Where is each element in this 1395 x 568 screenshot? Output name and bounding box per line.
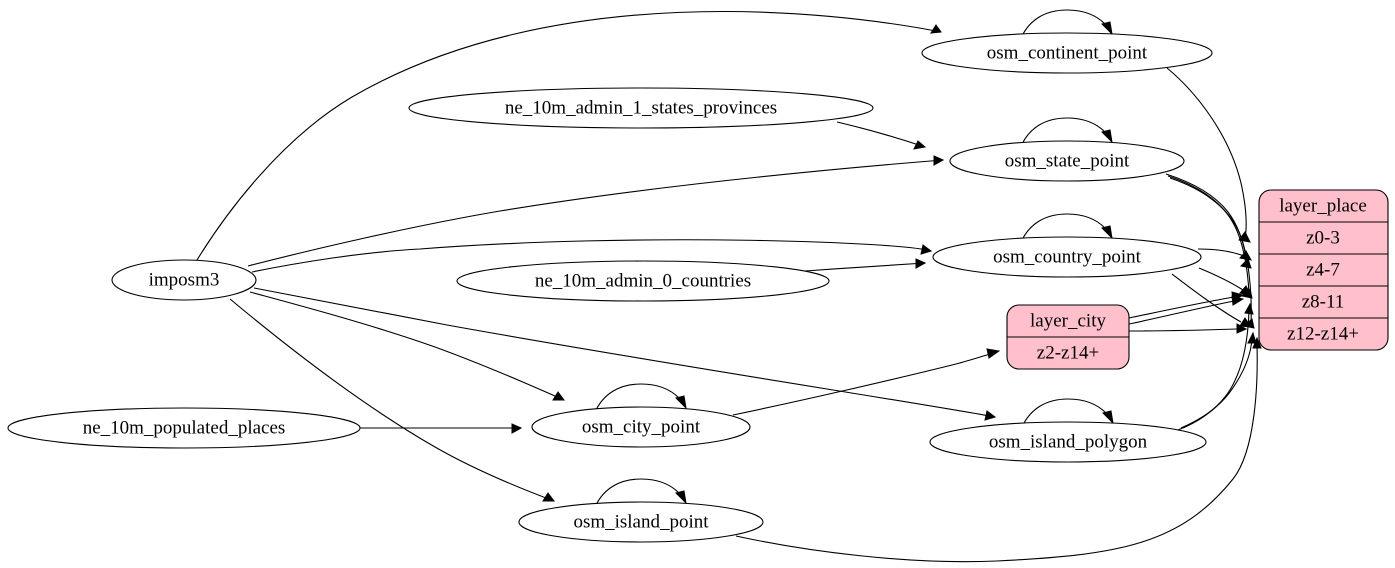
edge-imposm3-to-osm-country-point: [251, 239, 933, 273]
edge-layer-city-to-layer-place-z12-z14: [1128, 323, 1248, 334]
edge-self-loop-osm-state-point: [1021, 117, 1113, 145]
node-osm-city-point[interactable]: osm_city_point: [531, 406, 751, 448]
node-label-osm-island-polygon: osm_island_polygon: [989, 431, 1148, 452]
node-osm-island-polygon[interactable]: osm_island_polygon: [929, 421, 1207, 463]
edge-layer-city-to-layer-place-z8-11: [1128, 291, 1245, 319]
edge-imposm3-to-osm-state-point: [247, 155, 945, 267]
record-layer-place-row-z4-7[interactable]: z4-7: [1306, 259, 1340, 280]
node-ne-10m-admin-0-countries[interactable]: ne_10m_admin_0_countries: [456, 260, 830, 302]
record-layer-city-row-z2-z14[interactable]: z2-z14+: [1037, 342, 1099, 363]
node-label-osm-country-point: osm_country_point: [993, 246, 1141, 267]
edge-osm-city-point-to-layer-city-z2-z14: [732, 348, 1001, 416]
edge-osm-country-point-to-layer-place-z4-7: [1197, 248, 1252, 261]
node-imposm3[interactable]: imposm3: [111, 259, 257, 301]
edge-self-loop-osm-island-point: [595, 478, 687, 506]
edge-osm-island-polygon-to-layer-place-z12-z14: [1180, 331, 1257, 429]
node-layer: imposm3 ne_10m_admin_1_states_provinces …: [7, 32, 1213, 543]
node-ne-10m-admin-1-states-provinces[interactable]: ne_10m_admin_1_states_provinces: [408, 87, 874, 129]
record-layer-place-row-z12-z14[interactable]: z12-z14+: [1287, 323, 1359, 344]
node-label-ne-states: ne_10m_admin_1_states_provinces: [505, 97, 777, 118]
edge-self-loop-osm-country-point: [1021, 213, 1113, 241]
edge-osm-state-point-to-layer-place-z8-11: [1167, 175, 1253, 299]
node-label-osm-city-point: osm_city_point: [582, 416, 701, 437]
node-osm-country-point[interactable]: osm_country_point: [932, 236, 1202, 278]
edge-self-loop-osm-city-point: [595, 383, 687, 411]
edge-imposm3-to-osm-continent-point: [196, 10, 942, 261]
node-label-ne-populated: ne_10m_populated_places: [83, 417, 286, 438]
edge-ne-populated-to-osm-city-point: [360, 423, 523, 434]
node-label-osm-continent-point: osm_continent_point: [987, 42, 1148, 63]
edge-ne-countries-to-osm-country-point: [804, 258, 927, 272]
record-layer-place-row-z8-11[interactable]: z8-11: [1302, 291, 1345, 312]
node-label-osm-state-point: osm_state_point: [1005, 150, 1130, 171]
node-osm-continent-point[interactable]: osm_continent_point: [921, 32, 1213, 74]
edge-self-loop-osm-island-polygon: [1022, 398, 1114, 426]
record-layer: layer_place z0-3 z4-7 z8-11 z12-z14+ lay…: [1006, 189, 1389, 370]
record-layer-place-row-z0-3[interactable]: z0-3: [1306, 227, 1340, 248]
node-label-imposm3: imposm3: [149, 269, 220, 290]
record-layer-place[interactable]: layer_place z0-3 z4-7 z8-11 z12-z14+: [1258, 189, 1389, 351]
node-label-osm-island-point: osm_island_point: [573, 511, 709, 532]
edge-layer: [196, 9, 1262, 563]
edge-osm-country-point-to-layer-place-z8-11: [1198, 267, 1252, 297]
node-label-ne-countries: ne_10m_admin_0_countries: [535, 270, 751, 291]
edge-imposm3-to-osm-city-point: [249, 291, 565, 401]
edge-self-loop-osm-continent-point: [1021, 9, 1113, 37]
node-ne-10m-populated-places[interactable]: ne_10m_populated_places: [7, 407, 361, 449]
edge-imposm3-to-osm-island-polygon: [253, 287, 997, 421]
edge-ne-states-to-osm-state-point: [836, 121, 927, 150]
edge-imposm3-to-osm-island-point: [229, 298, 555, 502]
record-layer-city-title: layer_city: [1030, 310, 1106, 331]
record-layer-place-title: layer_place: [1279, 195, 1367, 216]
node-osm-island-point[interactable]: osm_island_point: [518, 501, 764, 543]
node-osm-state-point[interactable]: osm_state_point: [949, 140, 1185, 182]
record-layer-city[interactable]: layer_city z2-z14+: [1006, 304, 1130, 370]
edge-layer-city-to-layer-place-z8-11-b: [1128, 295, 1245, 325]
edge-osm-island-point-to-layer-place-z12-z14: [735, 336, 1262, 563]
